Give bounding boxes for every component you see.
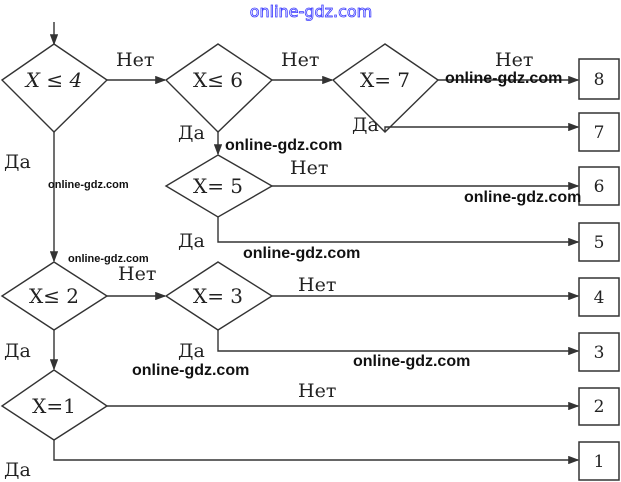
- label-yes: Да: [4, 459, 31, 481]
- condition-text: X= 7: [360, 68, 410, 92]
- outcome-value: 2: [594, 397, 605, 417]
- outcome-8: 8: [578, 58, 620, 100]
- label-yes: Да: [178, 230, 205, 252]
- label-yes: Да: [4, 151, 31, 173]
- watermark: online-gdz.com: [243, 245, 360, 262]
- label-no: Нет: [298, 380, 336, 402]
- condition-text: X= 5: [193, 174, 243, 198]
- arrow-c7-yes: [53, 440, 580, 465]
- label-no: Нет: [116, 49, 154, 71]
- outcome-6: 6: [578, 166, 620, 206]
- outcome-value: 7: [594, 123, 605, 143]
- watermark: online-gdz.com: [225, 137, 342, 154]
- decision-x-le-2: X≤ 2: [0, 261, 109, 331]
- label-yes: Да: [352, 114, 379, 136]
- decision-x-le-4: X ≤ 4: [0, 43, 109, 133]
- watermark: online-gdz.com: [353, 353, 470, 370]
- outcome-3: 3: [578, 332, 620, 372]
- label-yes: Да: [178, 122, 205, 144]
- watermarks: online-gdz.com online-gdz.com online-gdz…: [48, 2, 581, 379]
- label-yes: Да: [178, 340, 205, 362]
- watermark: online-gdz.com: [464, 189, 581, 206]
- decision-x-eq-1: X=1: [0, 369, 109, 441]
- condition-text: X≤ 2: [29, 284, 79, 308]
- watermark: online-gdz.com: [132, 362, 249, 379]
- watermark: online-gdz.com: [250, 2, 373, 21]
- label-no: Нет: [298, 274, 336, 296]
- branch-labels: Нет Нет Нет Нет Нет Нет Нет Да Да Да Да …: [4, 49, 533, 481]
- label-no: Нет: [290, 157, 328, 179]
- condition-text: X ≤ 4: [24, 68, 82, 92]
- outcome-value: 6: [594, 177, 605, 197]
- watermark: online-gdz.com: [445, 70, 562, 87]
- decision-x-eq-7: X= 7: [331, 43, 440, 133]
- arrow-c6-yes: [217, 330, 580, 356]
- outcome-value: 3: [594, 343, 605, 363]
- condition-text: X=1: [32, 394, 76, 418]
- decision-x-eq-5: X= 5: [164, 154, 274, 218]
- decision-x-eq-3: X= 3: [164, 261, 274, 331]
- connectors: [49, 22, 580, 465]
- outcome-1: 1: [578, 441, 620, 481]
- outcome-7: 7: [578, 112, 620, 152]
- label-no: Нет: [281, 49, 319, 71]
- outcome-value: 4: [594, 288, 605, 308]
- arrow-c3-yes: [384, 122, 580, 132]
- condition-text: X≤ 6: [193, 68, 243, 92]
- outcome-4: 4: [578, 277, 620, 317]
- outcome-5: 5: [578, 222, 620, 262]
- arrow-c4-yes: [217, 217, 580, 247]
- label-yes: Да: [4, 340, 31, 362]
- watermark: online-gdz.com: [68, 253, 149, 265]
- outcome-value: 5: [594, 233, 605, 253]
- label-no: Нет: [495, 49, 533, 71]
- outcome-value: 8: [594, 70, 605, 90]
- condition-text: X= 3: [193, 284, 243, 308]
- watermark: online-gdz.com: [48, 179, 129, 191]
- outcome-value: 1: [594, 452, 605, 472]
- label-no: Нет: [118, 263, 156, 285]
- outcome-2: 2: [578, 387, 620, 426]
- decision-x-le-6: X≤ 6: [164, 43, 274, 133]
